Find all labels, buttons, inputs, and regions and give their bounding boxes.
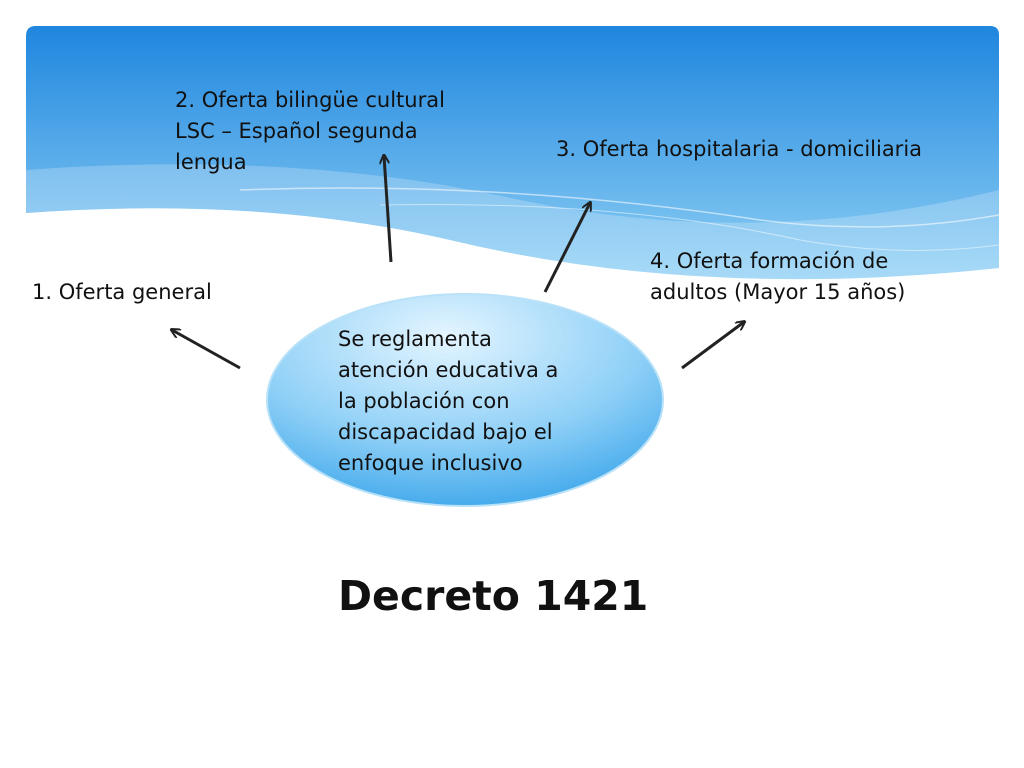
node-line: 4. Oferta formación de: [650, 249, 889, 273]
arrow-to-oferta-general: [172, 330, 241, 370]
node-line: LSC – Español segunda: [175, 119, 418, 143]
center-line: la población con: [338, 389, 510, 413]
slide-title: Decreto 1421: [338, 572, 649, 620]
arrow-to-oferta-bilingue: [384, 156, 393, 263]
banner-shape: [26, 26, 999, 280]
node-line: 3. Oferta hospitalaria - domiciliaria: [556, 137, 923, 161]
node-oferta-bilingue: 2. Oferta bilingüe cultural LSC – Españo…: [175, 85, 445, 178]
arrow-to-oferta-adultos: [681, 322, 744, 370]
center-line: discapacidad bajo el: [338, 420, 553, 444]
node-oferta-adultos: 4. Oferta formación de adultos (Mayor 15…: [650, 246, 905, 308]
center-line: Se reglamenta: [338, 327, 492, 351]
center-node-text: Se reglamenta atención educativa a la po…: [338, 324, 608, 479]
banner-wave-highlight: [26, 164, 999, 280]
node-oferta-hospitalaria: 3. Oferta hospitalaria - domiciliaria: [556, 134, 922, 165]
banner-wave-line-2: [379, 203, 1000, 251]
node-line: adultos (Mayor 15 años): [650, 280, 906, 304]
arrow-to-oferta-hospitalaria: [543, 203, 590, 293]
center-line: atención educativa a: [338, 358, 559, 382]
node-line: 1. Oferta general: [32, 280, 212, 304]
node-line: 2. Oferta bilingüe cultural: [175, 88, 445, 112]
banner-wave-line-1: [239, 187, 1000, 228]
node-line: lengua: [175, 150, 247, 174]
center-ellipse: [266, 293, 664, 507]
node-oferta-general: 1. Oferta general: [32, 277, 212, 308]
center-line: enfoque inclusivo: [338, 451, 523, 475]
